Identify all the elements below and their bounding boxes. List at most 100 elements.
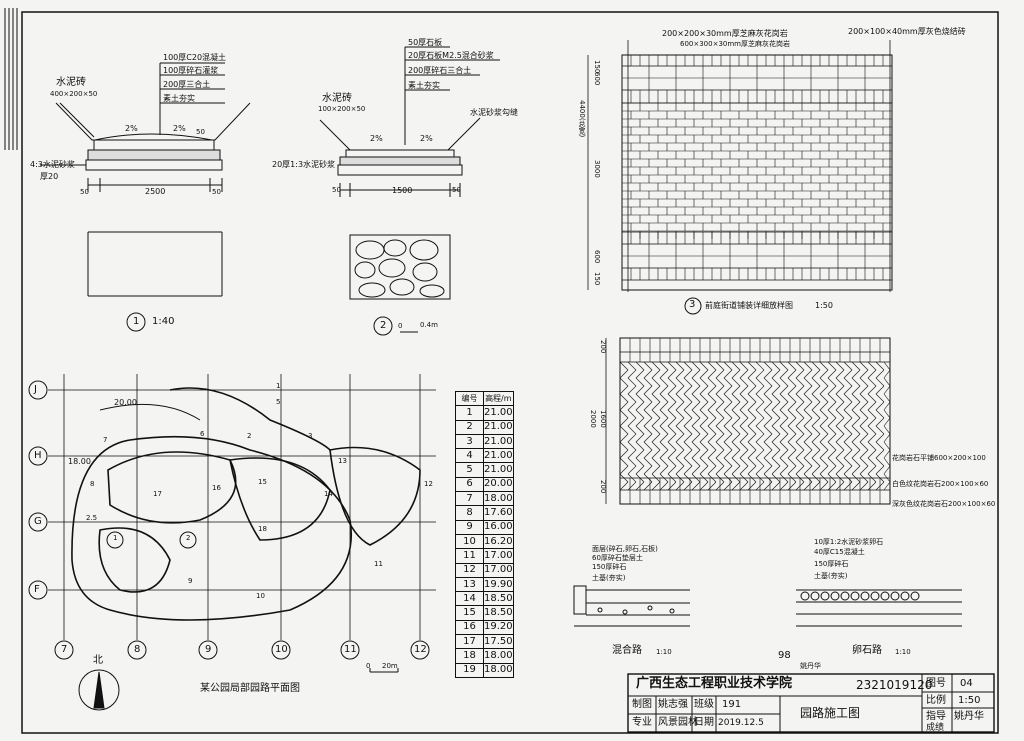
plan-point-15: 15 — [258, 478, 267, 486]
herringbone-line — [771, 417, 781, 427]
herringbone-line — [675, 377, 685, 387]
detail4-dim-3: 200 — [599, 480, 607, 494]
herringbone-line — [755, 369, 765, 379]
table-cell: 8 — [455, 505, 484, 521]
plan-col-9: 9 — [205, 644, 212, 655]
herringbone-line — [859, 393, 869, 403]
score-note: 98 — [778, 650, 791, 661]
herringbone-line — [819, 385, 829, 395]
herringbone-line — [691, 473, 701, 483]
plan-grid — [48, 374, 436, 640]
herringbone-line — [867, 457, 877, 467]
herringbone-line — [667, 457, 677, 467]
herringbone-line — [675, 433, 685, 443]
herringbone-line — [843, 473, 853, 483]
detail2-edge-right: 50 — [452, 186, 461, 194]
table-header-cell: 编号 — [455, 390, 484, 407]
herringbone-line — [643, 417, 653, 427]
herringbone-line — [675, 361, 685, 371]
herringbone-line — [843, 361, 853, 371]
herringbone-line — [803, 393, 813, 403]
herringbone-line — [795, 369, 805, 379]
herringbone-line — [659, 465, 669, 475]
herringbone-line — [667, 393, 677, 403]
plan-col-12: 12 — [414, 644, 427, 655]
herringbone-line — [619, 369, 629, 379]
herringbone-line — [715, 433, 725, 443]
herringbone-line — [795, 417, 805, 427]
herringbone-line — [651, 425, 661, 435]
herringbone-line — [667, 417, 677, 427]
herringbone-line — [747, 449, 757, 459]
drawn-by: 姚志强 — [658, 699, 688, 710]
herringbone-line — [803, 377, 813, 387]
herringbone-line — [851, 457, 861, 467]
herringbone-line — [795, 393, 805, 403]
herringbone-line — [875, 361, 885, 371]
herringbone-line — [635, 441, 645, 451]
herringbone-line — [723, 369, 733, 379]
herringbone-line — [659, 361, 669, 371]
herringbone-line — [771, 465, 781, 475]
herringbone-line — [763, 377, 773, 387]
herringbone-line — [651, 449, 661, 459]
detail4-dim-2: 1600 — [599, 410, 607, 428]
herringbone-line — [715, 377, 725, 387]
herringbone-line — [787, 441, 797, 451]
herringbone-line — [739, 441, 749, 451]
herringbone-line — [827, 433, 837, 443]
herringbone-line — [747, 361, 757, 371]
herringbone-line — [723, 433, 733, 443]
herringbone-line — [699, 369, 709, 379]
herringbone-line — [787, 425, 797, 435]
herringbone-line — [763, 369, 773, 379]
herringbone-line — [651, 393, 661, 403]
herringbone-line — [779, 385, 789, 395]
herringbone-line — [683, 385, 693, 395]
herringbone-line — [651, 481, 661, 491]
herringbone-line — [771, 369, 781, 379]
herringbone-line — [675, 425, 685, 435]
herringbone-line — [731, 457, 741, 467]
herringbone-line — [843, 409, 853, 419]
herringbone-line — [851, 361, 861, 371]
herringbone-line — [651, 409, 661, 419]
herringbone-line — [755, 449, 765, 459]
herringbone-line — [763, 481, 773, 491]
detail1-mortar-thickness: 厚20 — [40, 172, 59, 181]
herringbone-line — [859, 361, 869, 371]
herringbone-line — [619, 425, 629, 435]
herringbone-line — [835, 457, 845, 467]
herringbone-line — [739, 361, 749, 371]
herringbone-line — [659, 401, 669, 411]
plan-axis-bubbles — [28, 380, 430, 660]
herringbone-line — [859, 481, 869, 491]
detail3-top-label-2: 600×300×30mm厚芝麻灰花岗岩 — [680, 40, 790, 48]
herringbone-line — [859, 409, 869, 419]
herringbone-line — [867, 433, 877, 443]
herringbone-line — [643, 401, 653, 411]
herringbone-line — [739, 393, 749, 403]
herringbone-line — [851, 417, 861, 427]
herringbone-line — [811, 361, 821, 371]
herringbone-line — [795, 401, 805, 411]
herringbone-line — [771, 393, 781, 403]
plan-section-1: 1 — [113, 534, 118, 542]
herringbone-line — [763, 433, 773, 443]
herringbone-line — [651, 441, 661, 451]
herringbone-line — [843, 465, 853, 475]
herringbone-line — [819, 425, 829, 435]
herringbone-line — [883, 441, 891, 451]
herringbone-line — [771, 361, 781, 371]
herringbone-line — [883, 385, 891, 395]
herringbone-line — [659, 409, 669, 419]
herringbone-line — [667, 401, 677, 411]
herringbone-line — [619, 409, 629, 419]
herringbone-line — [731, 393, 741, 403]
herringbone-line — [707, 377, 717, 387]
herringbone-line — [691, 385, 701, 395]
herringbone-line — [819, 393, 829, 403]
herringbone-line — [827, 385, 837, 395]
